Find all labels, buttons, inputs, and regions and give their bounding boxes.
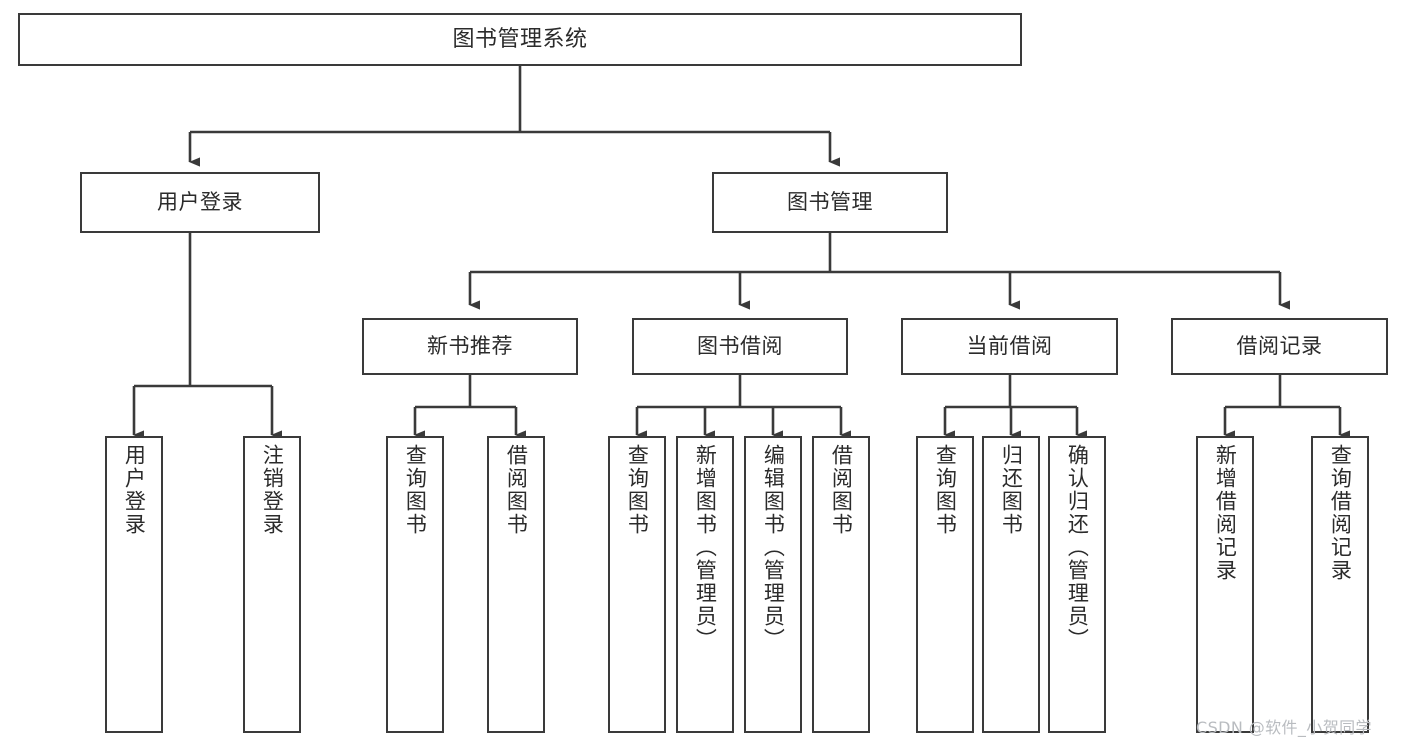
- node-user-login[interactable]: 用户登录: [80, 172, 320, 233]
- node-current-borrow-label: 当前借阅: [966, 334, 1053, 359]
- node-leaf-current-confirm-return[interactable]: 确认归还（管理员）: [1048, 436, 1106, 733]
- node-leaf-rec-borrow-book[interactable]: 借阅图书: [487, 436, 545, 733]
- node-new-book-rec[interactable]: 新书推荐: [362, 318, 578, 375]
- node-leaf-borrow-borrow-book[interactable]: 借阅图书: [812, 436, 870, 733]
- node-leaf-current-query-book-label: 查询图书: [933, 444, 958, 536]
- node-root-label: 图书管理系统: [452, 26, 588, 52]
- node-leaf-user-logout[interactable]: 注销登录: [243, 436, 301, 733]
- node-book-manage[interactable]: 图书管理: [712, 172, 948, 233]
- node-borrow-record-label: 借阅记录: [1236, 334, 1323, 359]
- csdn-watermark: CSDN @软件_小贺同学: [1196, 718, 1372, 737]
- node-leaf-borrow-add-book-label: 新增图书（管理员）: [693, 444, 718, 651]
- node-leaf-borrow-query-book[interactable]: 查询图书: [608, 436, 666, 733]
- node-leaf-current-query-book[interactable]: 查询图书: [916, 436, 974, 733]
- node-current-borrow[interactable]: 当前借阅: [901, 318, 1118, 375]
- node-leaf-rec-query-book-label: 查询图书: [403, 444, 428, 536]
- node-book-borrow[interactable]: 图书借阅: [632, 318, 848, 375]
- node-leaf-borrow-add-book[interactable]: 新增图书（管理员）: [676, 436, 734, 733]
- node-leaf-record-add-label: 新增借阅记录: [1213, 444, 1238, 582]
- node-leaf-current-return-book[interactable]: 归还图书: [982, 436, 1040, 733]
- node-leaf-borrow-edit-book[interactable]: 编辑图书（管理员）: [744, 436, 802, 733]
- node-new-book-rec-label: 新书推荐: [427, 334, 513, 359]
- node-user-login-label: 用户登录: [157, 190, 243, 215]
- node-leaf-rec-query-book[interactable]: 查询图书: [386, 436, 444, 733]
- node-borrow-record[interactable]: 借阅记录: [1171, 318, 1388, 375]
- node-leaf-rec-borrow-book-label: 借阅图书: [504, 444, 529, 536]
- node-book-manage-label: 图书管理: [787, 190, 873, 215]
- node-leaf-borrow-edit-book-label: 编辑图书（管理员）: [761, 444, 786, 651]
- node-leaf-user-logout-label: 注销登录: [260, 444, 285, 536]
- node-leaf-record-query-label: 查询借阅记录: [1328, 444, 1353, 582]
- node-book-borrow-label: 图书借阅: [697, 334, 783, 359]
- node-leaf-record-add[interactable]: 新增借阅记录: [1196, 436, 1254, 733]
- node-leaf-user-login[interactable]: 用户登录: [105, 436, 163, 733]
- node-root[interactable]: 图书管理系统: [18, 13, 1022, 66]
- node-leaf-current-return-book-label: 归还图书: [999, 444, 1024, 536]
- node-leaf-borrow-query-book-label: 查询图书: [625, 444, 650, 536]
- node-leaf-borrow-borrow-book-label: 借阅图书: [829, 444, 854, 536]
- node-leaf-current-confirm-return-label: 确认归还（管理员）: [1065, 444, 1090, 651]
- node-leaf-record-query[interactable]: 查询借阅记录: [1311, 436, 1369, 733]
- node-leaf-user-login-label: 用户登录: [122, 444, 147, 536]
